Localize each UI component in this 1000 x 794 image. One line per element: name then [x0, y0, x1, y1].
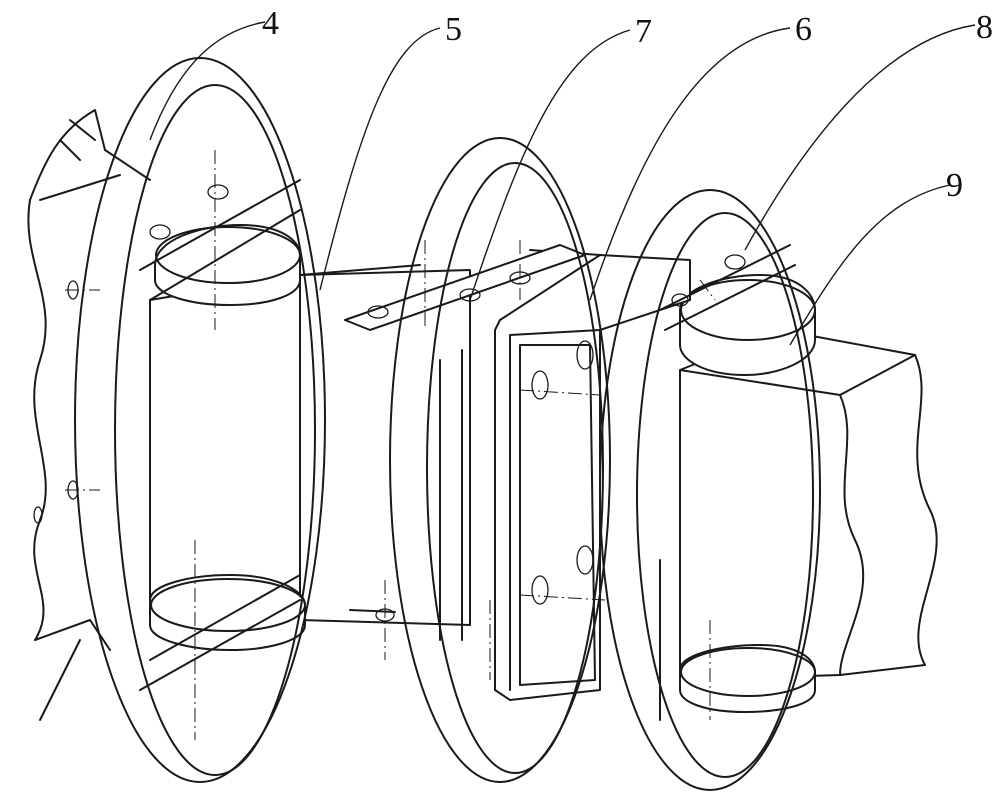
- ring-left: [74, 57, 326, 783]
- upper-disc-left: [154, 224, 301, 306]
- label-8: 8: [976, 9, 993, 46]
- label-6: 6: [795, 11, 812, 48]
- leader-lines: [149, 21, 976, 346]
- label-9: 9: [946, 167, 963, 204]
- label-5: 5: [445, 11, 462, 48]
- reference-numerals: 4 5 7 6 8 9: [262, 5, 993, 204]
- center-lines: [65, 150, 716, 740]
- ring-middle: [389, 137, 611, 783]
- label-7: 7: [635, 13, 652, 50]
- label-4: 4: [262, 5, 279, 42]
- right-beam-segment: [679, 329, 938, 681]
- ring-right: [599, 189, 821, 791]
- lower-disc-right: [679, 644, 816, 713]
- left-broken-segment: [27, 109, 151, 721]
